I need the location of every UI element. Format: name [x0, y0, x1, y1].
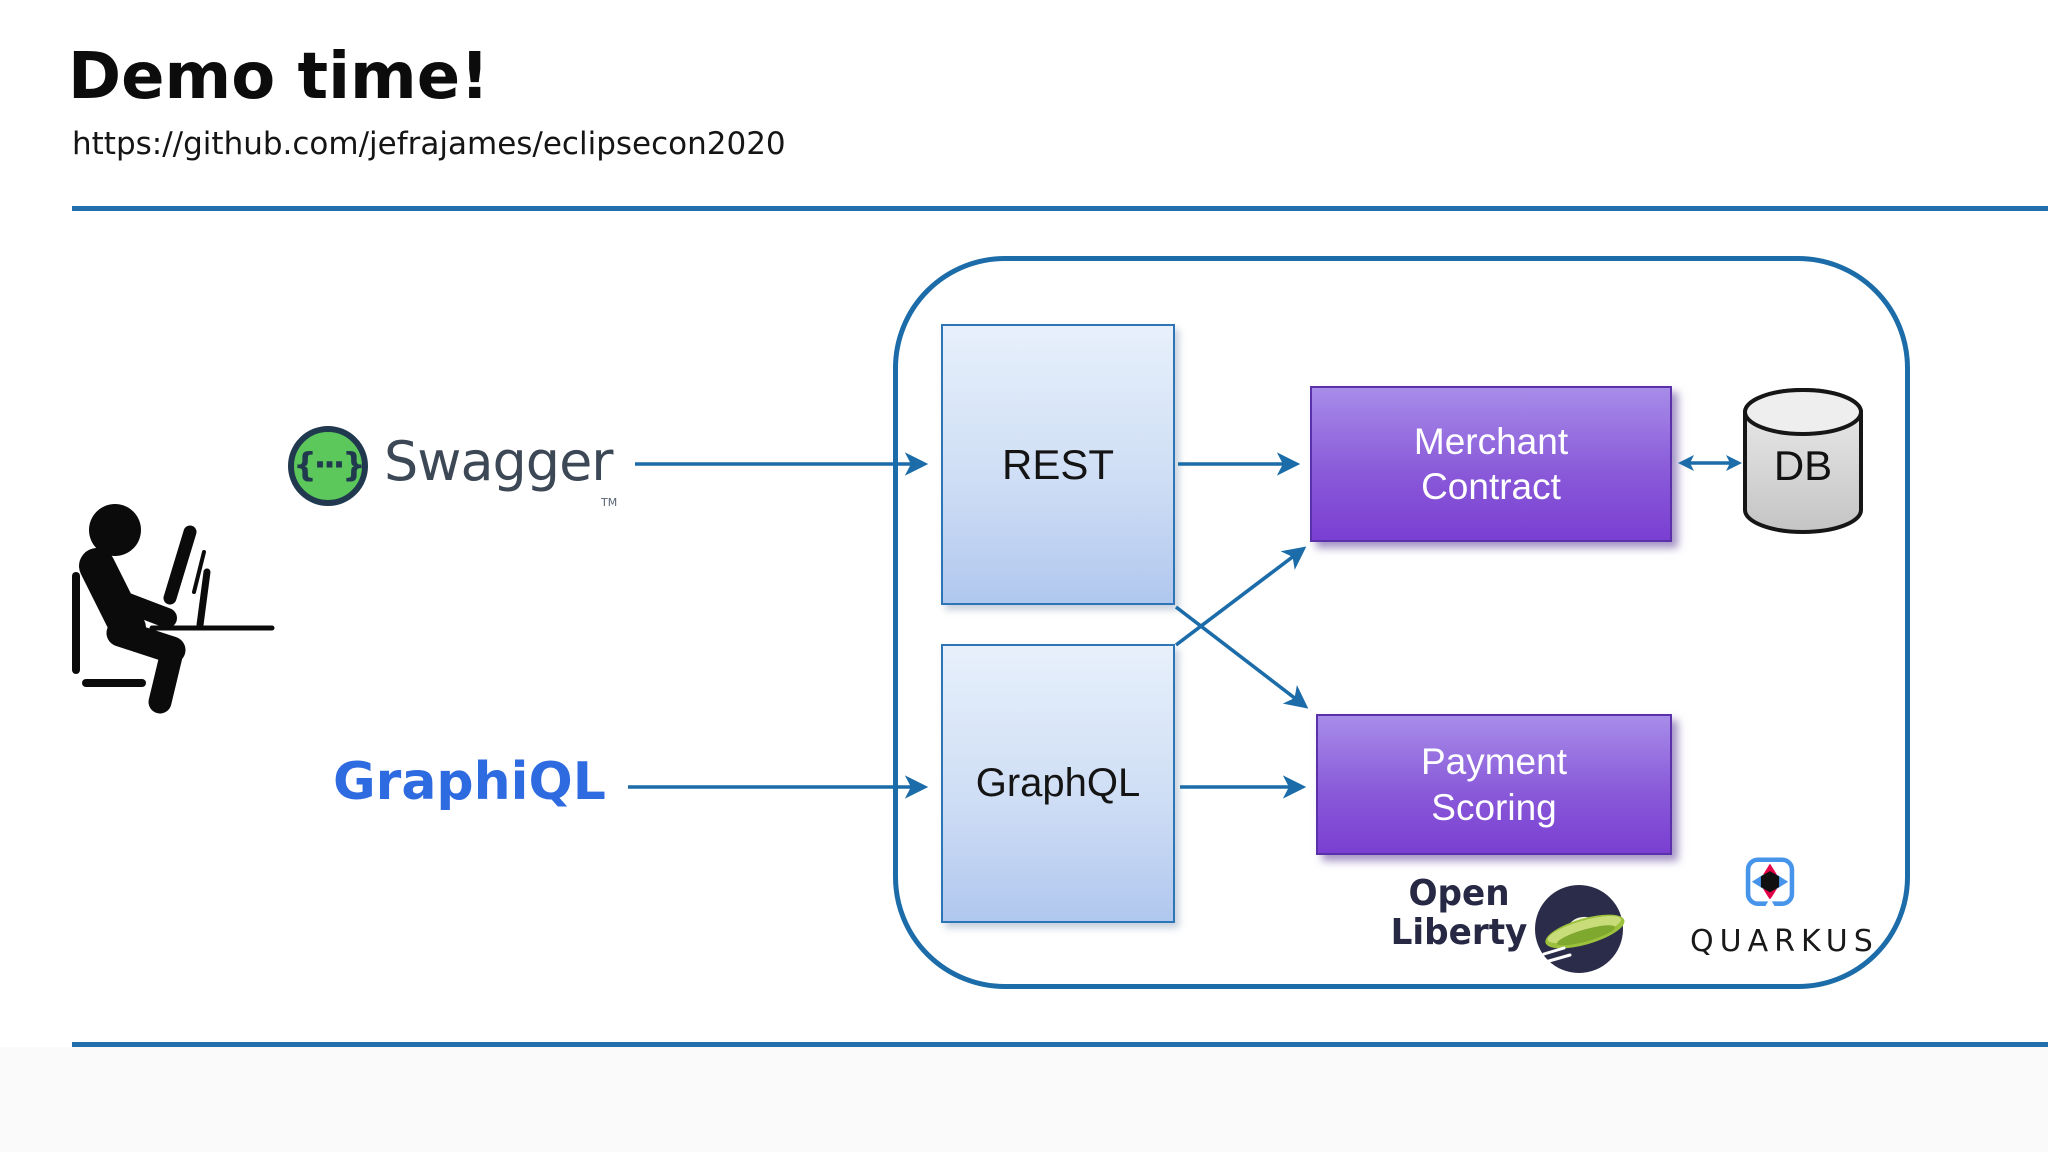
graphql-box: GraphQL — [941, 644, 1175, 923]
graphiql-label: GraphiQL — [333, 752, 606, 812]
open-liberty-line2: Liberty — [1390, 912, 1528, 953]
person-at-computer-icon — [72, 504, 275, 714]
quarkus-wordmark: QUARKUS — [1690, 924, 1879, 959]
open-liberty-wordmark: Open Liberty — [1389, 874, 1530, 952]
page-title: Demo time! — [68, 40, 490, 114]
swagger-trademark: TM — [601, 496, 618, 509]
quarkus-icon — [1745, 857, 1795, 906]
open-liberty-icon — [1535, 885, 1625, 973]
rest-label: REST — [1001, 440, 1114, 488]
services-container-outline — [893, 256, 1910, 989]
merchant-contract-line2: Contract — [1421, 466, 1561, 507]
payment-scoring-line1: Payment — [1420, 741, 1567, 783]
merchant-contract-line1: Merchant — [1413, 420, 1569, 462]
payment-scoring-box: Payment Scoring — [1316, 714, 1672, 855]
swagger-icon: {···} — [288, 426, 368, 506]
db-label: DB — [1773, 442, 1833, 489]
open-liberty-line1: Open — [1408, 873, 1510, 914]
merchant-contract-box: Merchant Contract — [1310, 386, 1672, 542]
footer-band — [0, 1047, 2048, 1152]
page-subtitle-url: https://github.com/jefrajames/eclipsecon… — [72, 126, 786, 162]
rest-box: REST — [941, 324, 1175, 605]
payment-scoring-line2: Scoring — [1431, 786, 1557, 828]
db-cylinder-icon — [1743, 388, 1863, 534]
swagger-wordmark: Swagger — [384, 430, 614, 493]
graphql-label: GraphQL — [975, 761, 1141, 805]
swagger-braces-glyph: {···} — [293, 444, 366, 484]
header-divider — [72, 206, 2048, 211]
footer-divider — [72, 1042, 2048, 1047]
